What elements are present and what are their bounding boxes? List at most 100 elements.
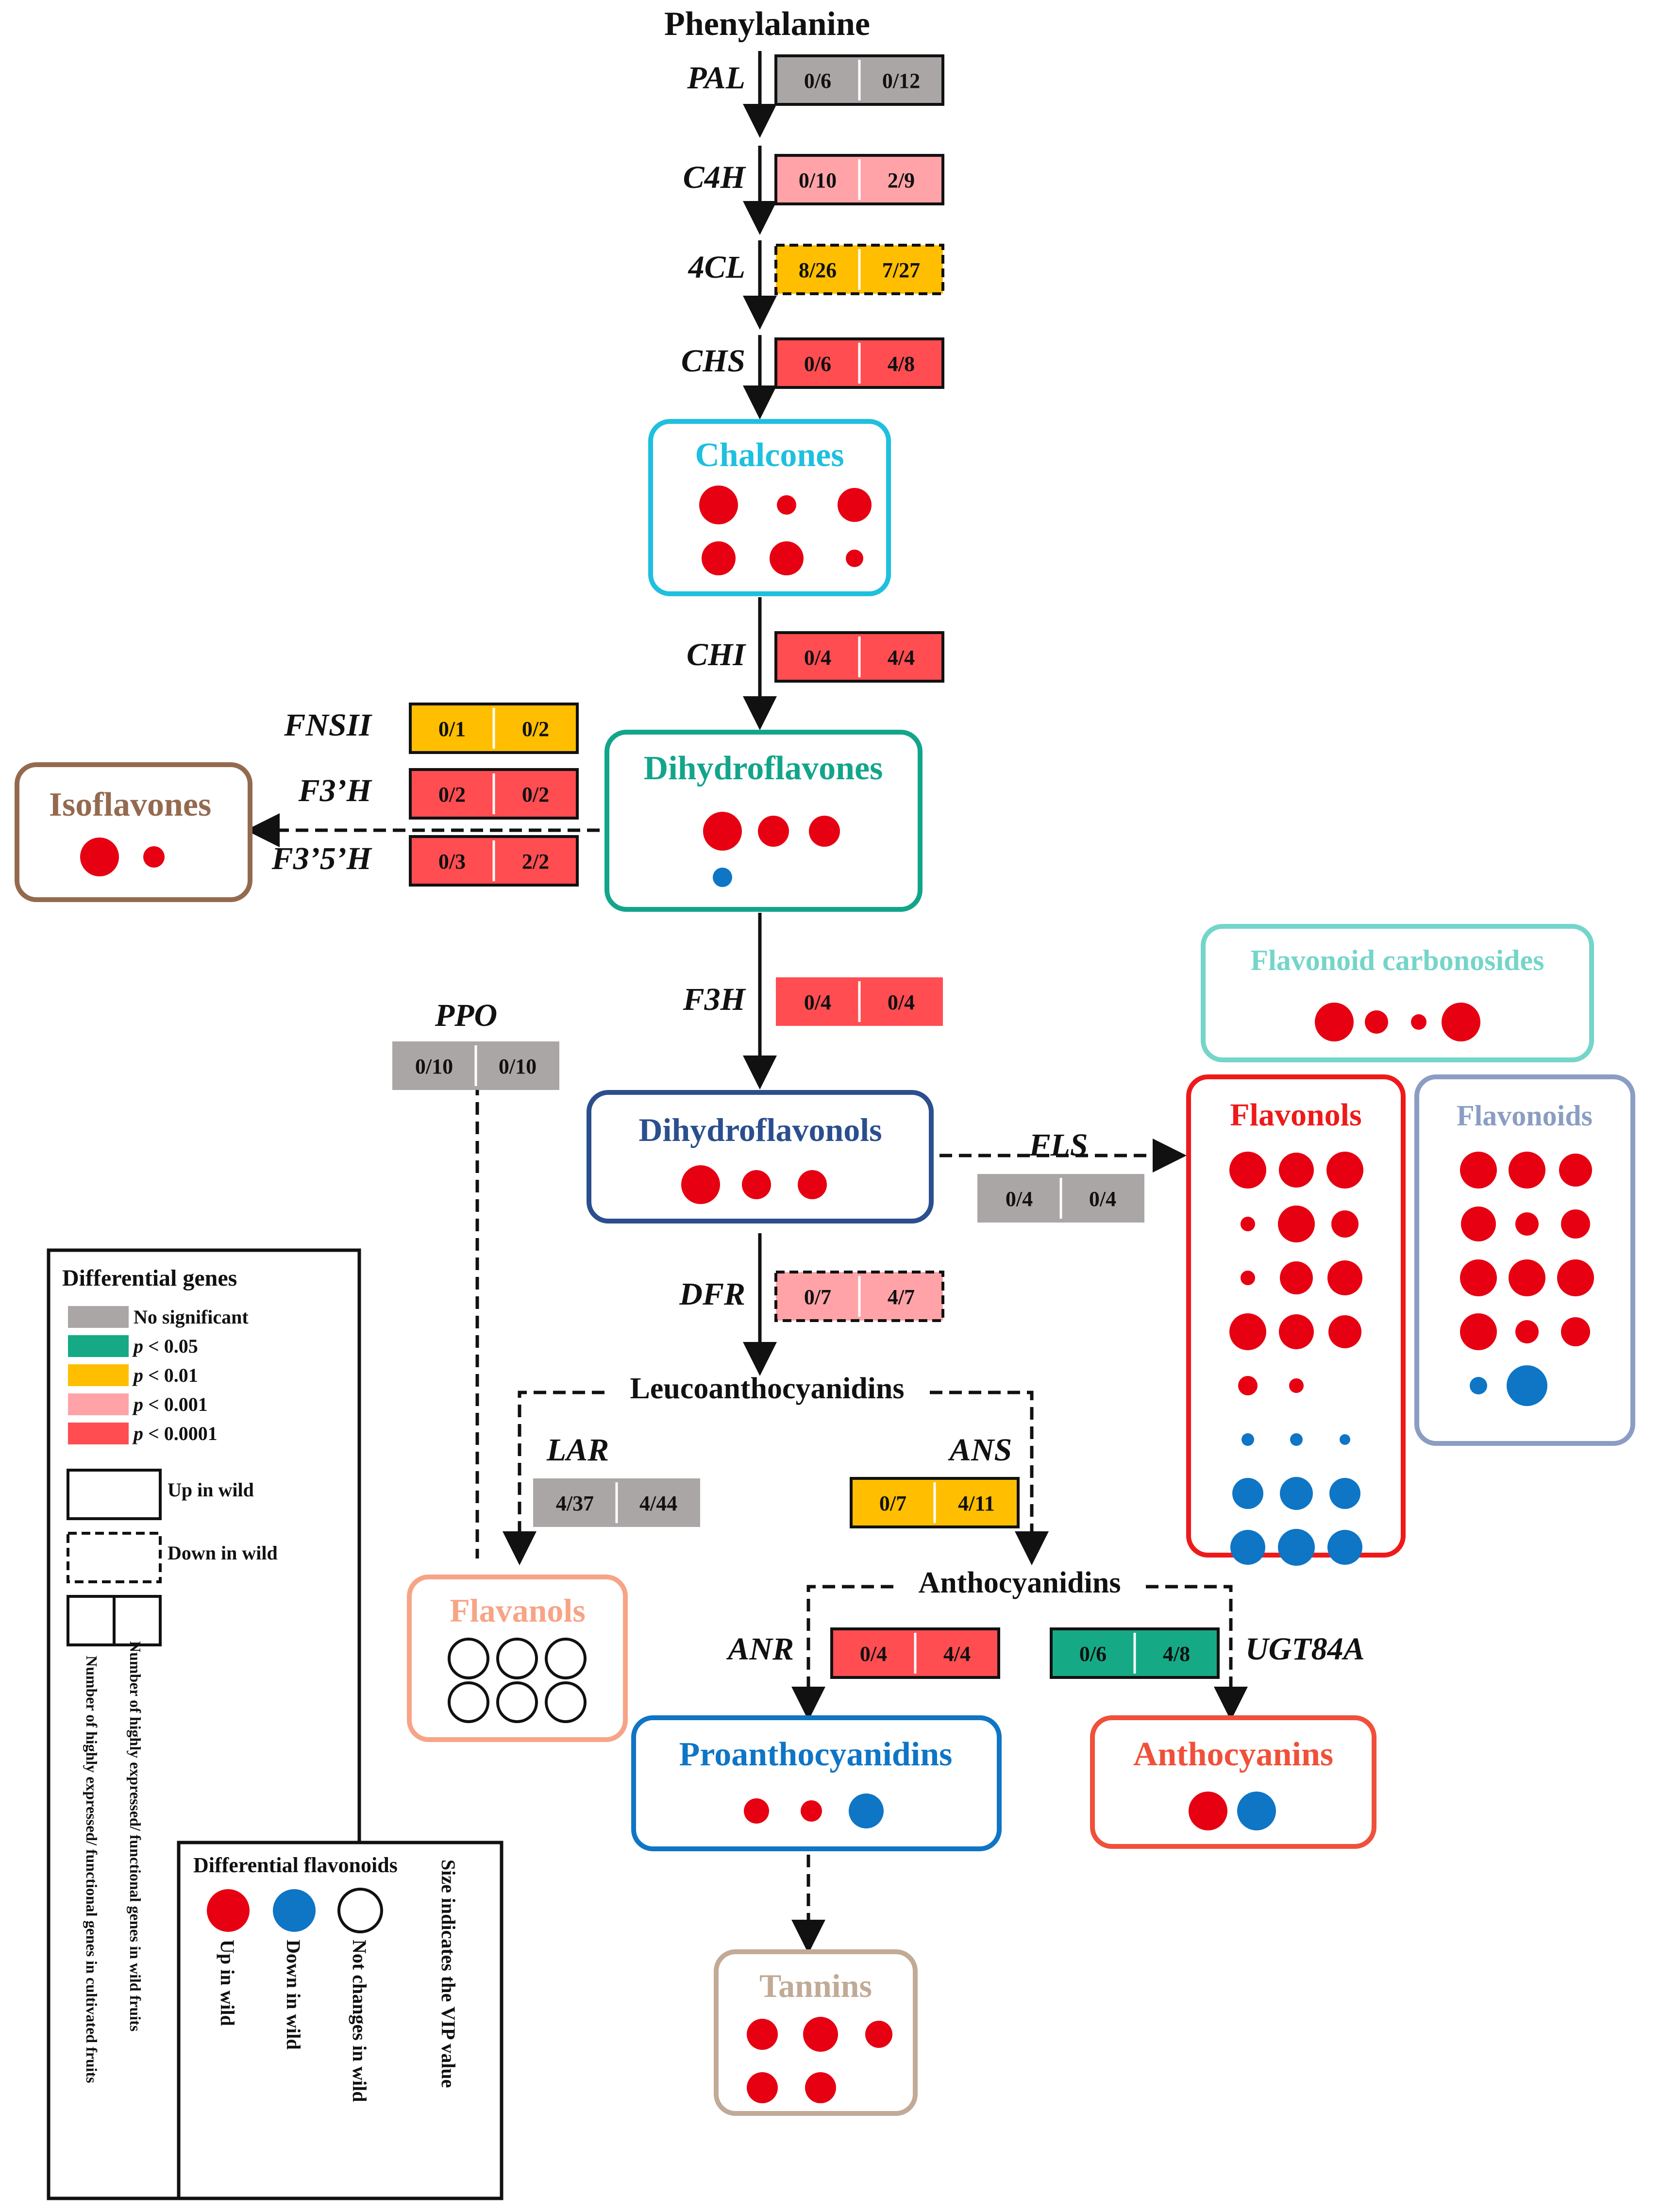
flavanols-metabolite-dot bbox=[448, 1638, 489, 1679]
flavonols-title: Flavonols bbox=[1230, 1097, 1361, 1133]
legend-swatch-p0001 bbox=[68, 1393, 129, 1415]
legend-none-label: Not changes in wild bbox=[349, 1940, 370, 2102]
metabolite-boxes: ChalconesDihydroflavonesIsoflavonesDihyd… bbox=[15, 419, 1635, 2116]
gene-c4h-cultivated-count: 0/10 bbox=[799, 168, 837, 192]
flavonoids-metabolite-dot bbox=[1460, 1259, 1497, 1296]
flavonoid-legend-title: Differential flavonoids bbox=[193, 1853, 398, 1877]
gene-anr-cultivated-count: 0/4 bbox=[860, 1642, 887, 1666]
gene-chs-cultivated-count: 0/6 bbox=[804, 352, 831, 376]
flavonols-metabolite-dot bbox=[1242, 1433, 1254, 1446]
flavonoids-metabolite-dot bbox=[1515, 1320, 1539, 1343]
legend-swatch-no_significant bbox=[68, 1306, 129, 1328]
flavonols-metabolite-dot bbox=[1241, 1271, 1255, 1285]
flavonoids-metabolite-dot bbox=[1460, 1313, 1497, 1350]
flavonoids-metabolite-dot bbox=[1509, 1259, 1545, 1296]
flavonols-metabolite-dot bbox=[1329, 1478, 1360, 1509]
tannins-metabolite-dot bbox=[805, 2072, 836, 2103]
gene-ugt84a-wild-count: 4/8 bbox=[1163, 1642, 1190, 1666]
legend-up-box bbox=[67, 1469, 162, 1520]
legend-up-label: Up in wild bbox=[217, 1940, 238, 2026]
legend-up-dot bbox=[207, 1889, 250, 1932]
flavonols-metabolite-dot bbox=[1280, 1261, 1313, 1294]
flavonoids-metabolite-dot bbox=[1557, 1259, 1594, 1296]
flavonoid_carbonosides-frame bbox=[1201, 924, 1594, 1062]
flavonols-metabolite-dot bbox=[1229, 1313, 1266, 1350]
gene-f3ph-wild-count: 0/2 bbox=[522, 783, 549, 806]
gene-lar-name: LAR bbox=[546, 1432, 609, 1468]
flavonols-metabolite-dot bbox=[1340, 1434, 1350, 1445]
isoflavones-title: Isoflavones bbox=[49, 786, 211, 823]
flavonoids-box: Flavonoids bbox=[1414, 1074, 1635, 1446]
dihydroflavonols-box: Dihydroflavonols bbox=[587, 1090, 934, 1223]
chalcones-metabolite-dot bbox=[702, 541, 736, 575]
flavonols-metabolite-dot bbox=[1290, 1433, 1303, 1446]
flavonoid_carbonosides-metabolite-dot bbox=[1442, 1003, 1480, 1041]
anthocyanins-box: Anthocyanins bbox=[1090, 1715, 1376, 1849]
isoflavones-frame bbox=[15, 762, 252, 902]
legend-up-text: Up in wild bbox=[168, 1479, 254, 1501]
tannins-metabolite-dot bbox=[803, 2017, 838, 2052]
isoflavones-metabolite-dot bbox=[80, 838, 119, 876]
leucoanthocyanidins-label: Leucoanthocyanidins bbox=[630, 1372, 904, 1405]
gene-ppo-name: PPO bbox=[435, 998, 497, 1033]
gene-fls-wild-count: 0/4 bbox=[1089, 1187, 1116, 1211]
tannins-metabolite-dot bbox=[865, 2021, 892, 2048]
legend-wild-note: Number of highly expressed/ functional g… bbox=[127, 1641, 144, 2031]
gene-chi-cultivated-count: 0/4 bbox=[804, 646, 831, 670]
phenylalanine-label: Phenylalanine bbox=[664, 5, 870, 43]
anthocyanins-metabolite-dot bbox=[1189, 1792, 1227, 1830]
gene-fls-cultivated-count: 0/4 bbox=[1006, 1187, 1033, 1211]
gene-ans-name: ANS bbox=[948, 1432, 1012, 1468]
dihydroflavonols-title: Dihydroflavonols bbox=[638, 1111, 882, 1148]
legend-label-no_significant: No significant bbox=[134, 1306, 249, 1328]
gene-anr-wild-count: 4/4 bbox=[943, 1642, 971, 1666]
gene-f35h-wild-count: 2/2 bbox=[522, 850, 549, 873]
flavonols-metabolite-dot bbox=[1279, 1153, 1314, 1188]
flavonols-metabolite-dot bbox=[1230, 1530, 1265, 1565]
gene-chs-wild-count: 4/8 bbox=[888, 352, 915, 376]
gene-dfr-name: DFR bbox=[679, 1276, 745, 1312]
flavonoid_carbonosides-metabolite-dot bbox=[1365, 1010, 1388, 1034]
flavanols-title: Flavanols bbox=[450, 1592, 586, 1629]
flavonoid_carbonosides-box: Flavonoid carbonosides bbox=[1201, 924, 1594, 1062]
gene-f3ph-name: F3’H bbox=[298, 773, 373, 808]
arrow-ans bbox=[930, 1391, 1049, 1565]
chalcones-metabolite-dot bbox=[846, 550, 863, 567]
flavonoids-title: Flavonoids bbox=[1457, 1100, 1593, 1132]
dihydroflavonols-metabolite-dot bbox=[742, 1170, 771, 1199]
legend-label-p0001: p < 0.001 bbox=[132, 1393, 208, 1415]
flavonoids-metabolite-dot bbox=[1460, 1152, 1497, 1189]
flavonols-metabolite-dot bbox=[1279, 1314, 1314, 1349]
legend-swatch-p005 bbox=[68, 1335, 129, 1357]
gene-fnsii-wild-count: 0/2 bbox=[522, 717, 549, 741]
flavonols-box: Flavonols bbox=[1186, 1074, 1406, 1566]
pathway-arrows bbox=[246, 51, 1248, 1954]
proanthocyanidins-box: Proanthocyanidins bbox=[631, 1715, 1002, 1851]
legend-none-dot bbox=[337, 1888, 383, 1933]
flavanols-metabolite-dot bbox=[545, 1681, 587, 1723]
flavonoids-metabolite-dot bbox=[1461, 1207, 1496, 1241]
flavanols-metabolite-dot bbox=[545, 1638, 587, 1679]
arrow-ugt84a bbox=[1146, 1585, 1248, 1721]
flavonols-metabolite-dot bbox=[1327, 1260, 1362, 1295]
gene-pal-wild-count: 0/12 bbox=[882, 69, 920, 93]
flavonols-metabolite-dot bbox=[1278, 1206, 1315, 1242]
flavonols-metabolite-dot bbox=[1280, 1477, 1313, 1510]
gene-ugt84a-cultivated-count: 0/6 bbox=[1079, 1642, 1107, 1666]
legend-down-box bbox=[67, 1532, 162, 1583]
gene-pal-cultivated-count: 0/6 bbox=[804, 69, 831, 93]
gene-ppo-wild-count: 0/10 bbox=[499, 1055, 537, 1078]
chalcones-title: Chalcones bbox=[695, 436, 844, 474]
dihydroflavonols-frame bbox=[587, 1090, 934, 1223]
gene-legend-title: Differential genes bbox=[62, 1265, 237, 1291]
